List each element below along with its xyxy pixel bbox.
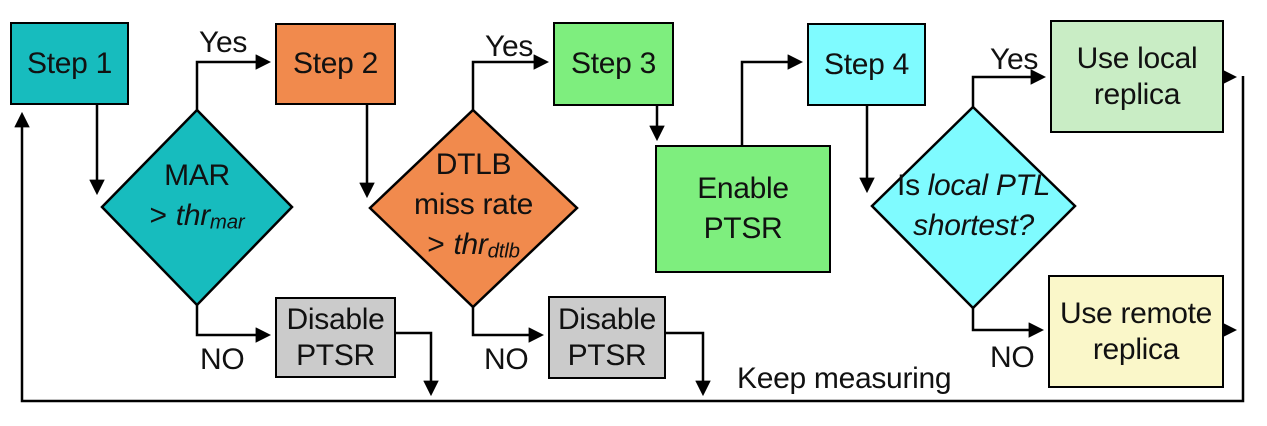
- edge-mar-no-to-disable1: [195, 305, 272, 343]
- disable-ptsr-2-line2: PTSR: [567, 338, 647, 372]
- disable-ptsr-1-line2: PTSR: [296, 338, 375, 372]
- decision-dtlb-line1: DTLB: [435, 147, 512, 181]
- decision-mar-label: MAR >thrmar: [102, 111, 292, 287]
- dtlb-subscript: dtlb: [487, 240, 520, 263]
- edge-enable-ptsr-to-step4: [740, 54, 804, 145]
- edge-label-yes-2: Yes: [485, 30, 534, 63]
- node-step4-label: Step 4: [824, 47, 909, 81]
- decision-mar-line1: MAR: [164, 158, 230, 192]
- mar-subscript: mar: [209, 211, 245, 234]
- disable-ptsr-2-line1: Disable: [558, 302, 656, 336]
- edge-disable2-to-bottom: [666, 331, 711, 397]
- edge-label-no-1: NO: [200, 343, 245, 376]
- edge-label-no-2: NO: [484, 343, 529, 376]
- node-disable-ptsr-1: Disable PTSR: [275, 297, 396, 378]
- node-use-local-replica: Use local replica: [1050, 20, 1224, 133]
- enable-ptsr-line1: Enable: [697, 172, 789, 205]
- node-step1: Step 1: [10, 22, 129, 105]
- node-enable-ptsr: Enable PTSR: [655, 145, 831, 273]
- use-local-replica-line2: replica: [1093, 77, 1181, 111]
- decision-local-ptl-shape: [870, 105, 1077, 310]
- node-disable-ptsr-2: Disable PTSR: [548, 296, 666, 379]
- decision-ptl-line2: shortest?: [913, 209, 1034, 242]
- edge-mar-yes-to-step2: [195, 54, 272, 110]
- decision-dtlb-line2: miss rate: [414, 187, 533, 221]
- decision-dtlb-label: DTLB miss rate >thrdtlb: [370, 112, 577, 304]
- node-use-remote-replica: Use remote replica: [1048, 275, 1224, 388]
- edge-label-yes-3: Yes: [990, 43, 1039, 76]
- greater-than-sign: >: [149, 198, 168, 232]
- edge-dtlb-yes-to-step3: [471, 54, 550, 110]
- node-step3: Step 3: [553, 22, 674, 106]
- edge-dtlb-no-to-disable2: [471, 307, 545, 343]
- decision-mar-shape: [100, 108, 294, 307]
- edge-disable1-to-bottom: [396, 331, 439, 397]
- greater-than-sign: >: [427, 227, 445, 261]
- use-local-replica-line1: Use local: [1076, 41, 1198, 75]
- use-remote-replica-line1: Use remote: [1059, 296, 1213, 330]
- node-step4: Step 4: [807, 23, 926, 106]
- decision-dtlb-shape: [368, 108, 579, 309]
- enable-ptsr-line2: PTSR: [703, 212, 783, 245]
- decision-dtlb-line3: >thrdtlb: [427, 227, 520, 263]
- edge-label-keep-measuring: Keep measuring: [737, 362, 952, 395]
- edge-label-yes-1: Yes: [199, 26, 248, 59]
- edge-ptl-no-to-remote-replica: [971, 308, 1045, 338]
- use-remote-replica-line2: replica: [1092, 332, 1180, 366]
- edge-ptl-yes-to-local-replica: [971, 69, 1047, 107]
- disable-ptsr-1-line1: Disable: [286, 302, 385, 336]
- node-step2-label: Step 2: [293, 47, 378, 80]
- decision-mar-line2: >thrmar: [149, 198, 245, 234]
- node-step1-label: Step 1: [27, 46, 112, 80]
- node-step3-label: Step 3: [571, 47, 656, 80]
- node-step2: Step 2: [275, 23, 396, 105]
- edge-label-no-3: NO: [990, 341, 1035, 374]
